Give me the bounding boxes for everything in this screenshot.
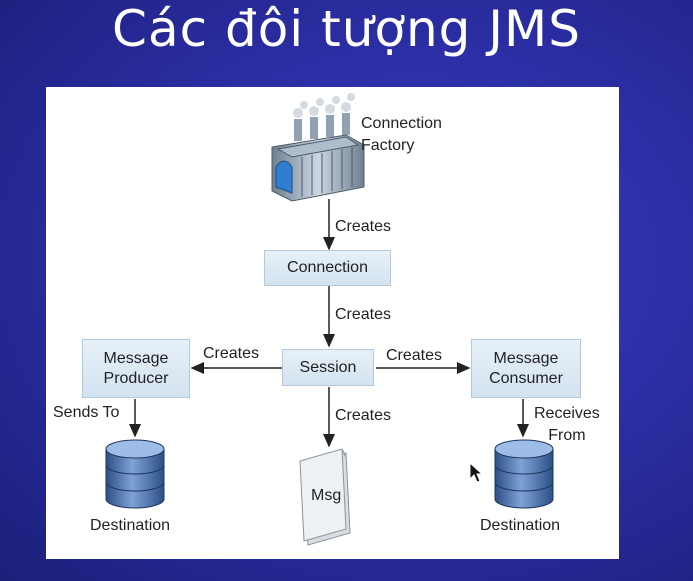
- message-producer-box: Message Producer: [82, 339, 190, 398]
- edge-label-receives-from: Receives From: [534, 405, 600, 444]
- edge-label-session-producer: Creates: [203, 345, 260, 362]
- edge-label-factory-connection: Creates: [335, 218, 392, 235]
- document-icon: [299, 448, 351, 546]
- msg-label: Msg: [311, 487, 342, 504]
- edge-label-connection-session: Creates: [335, 306, 392, 323]
- message-consumer-box: Message Consumer: [471, 339, 581, 398]
- mouse-pointer-icon: [469, 462, 484, 483]
- jms-diagram-panel: Connection Factory Creates Connection Cr…: [46, 87, 619, 559]
- factory-icon: [271, 93, 365, 202]
- edge-label-sends-to: Sends To: [53, 404, 120, 421]
- destination-right-label: Destination: [480, 517, 561, 534]
- edge-label-session-msg: Creates: [335, 407, 392, 424]
- diagram-canvas: [105, 93, 554, 546]
- database-icon: [105, 439, 165, 509]
- edge-label-session-consumer: Creates: [386, 347, 443, 364]
- session-box: Session: [282, 349, 374, 386]
- slide-title: Các đôi tượng JMS: [112, 0, 581, 58]
- connection-factory-label: Connection Factory: [361, 115, 442, 154]
- connection-box: Connection: [264, 250, 391, 286]
- database-icon: [494, 439, 554, 509]
- destination-left-label: Destination: [90, 517, 171, 534]
